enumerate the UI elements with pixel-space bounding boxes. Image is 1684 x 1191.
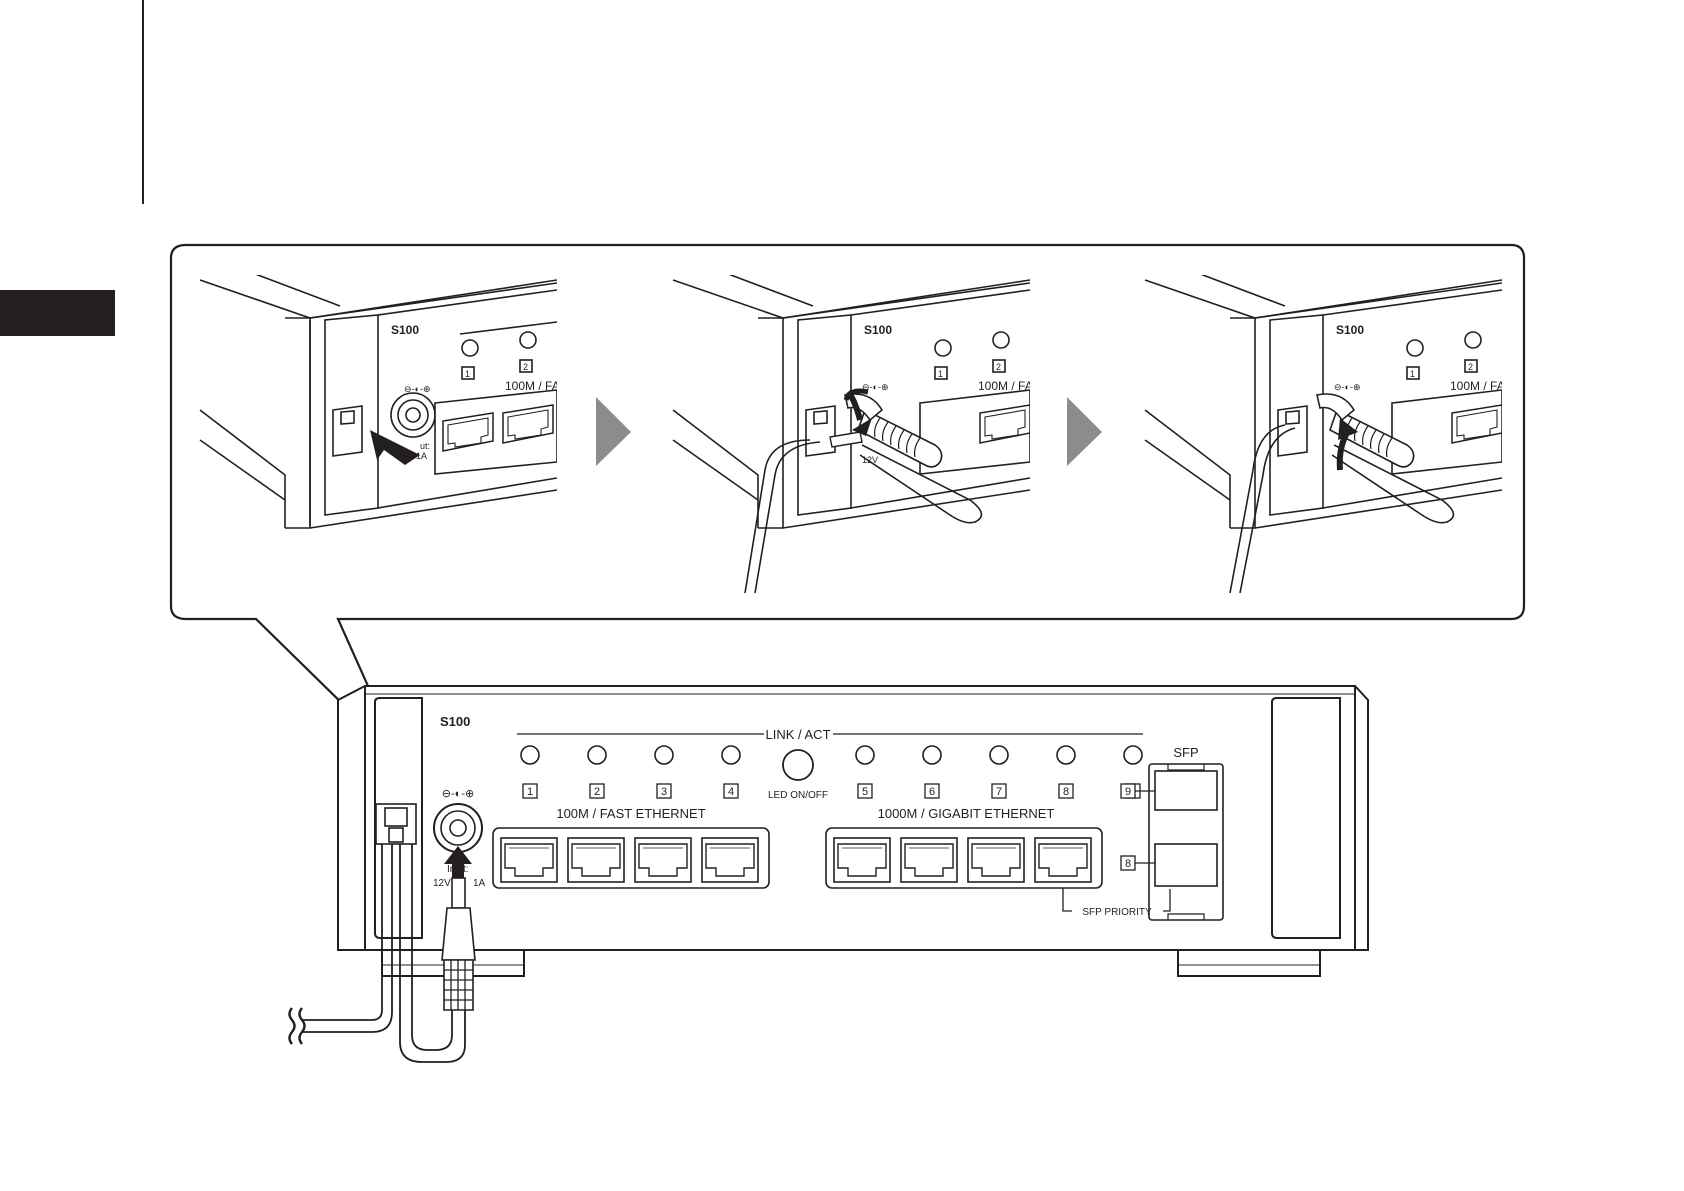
- power-polarity-label: ⊖-◐-⊕: [442, 788, 474, 800]
- step1-model-label: S100: [391, 323, 419, 337]
- rj45-port-8[interactable]: [1035, 838, 1091, 882]
- gigabit-ethernet-label: 1000M / GIGABIT ETHERNET: [878, 806, 1055, 821]
- led-port-7: [990, 746, 1008, 764]
- step2-port-2: 2: [996, 362, 1001, 372]
- step2-model-label: S100: [864, 323, 892, 337]
- led-port-8: [1057, 746, 1075, 764]
- rj45-port-6[interactable]: [901, 838, 957, 882]
- sfp-slot-8[interactable]: [1155, 844, 1217, 886]
- port-number-2: 2: [594, 786, 600, 798]
- sfp-label: SFP: [1173, 745, 1198, 760]
- cable-clamp: [376, 804, 416, 844]
- sfp-priority-label: SFP PRIORITY: [1082, 907, 1152, 918]
- led-port-6: [923, 746, 941, 764]
- link-act-label: LINK / ACT: [765, 727, 830, 742]
- step2-polarity: ⊖-◐-⊕: [862, 382, 889, 392]
- step1-port-1: 1: [465, 369, 470, 379]
- step3-polarity: ⊖-◐-⊕: [1334, 382, 1361, 392]
- rj45-port-1[interactable]: [501, 838, 557, 882]
- chapter-tab: [0, 290, 115, 336]
- callout-box: [171, 245, 1524, 762]
- step3-port-2: 2: [1468, 362, 1473, 372]
- rj45-port-4[interactable]: [702, 838, 758, 882]
- step1-input-frag: ut:: [420, 441, 430, 451]
- step1-polarity: ⊖-◐-⊕: [404, 384, 431, 394]
- led-port-9: [1124, 746, 1142, 764]
- rj45-port-7[interactable]: [968, 838, 1024, 882]
- rj45-port-2[interactable]: [568, 838, 624, 882]
- led-on-off-label: LED ON/OFF: [768, 790, 828, 801]
- step2-voltage: 12V: [862, 455, 878, 465]
- power-current-label: 1A: [473, 878, 486, 889]
- ac-outlet-icon: [290, 1008, 305, 1044]
- rj45-port-5[interactable]: [834, 838, 890, 882]
- step3-port-1: 1: [1410, 369, 1415, 379]
- port-number-1: 1: [527, 786, 533, 798]
- port-number-7: 7: [996, 786, 1002, 798]
- model-label: S100: [440, 714, 470, 729]
- led-port-1: [521, 746, 539, 764]
- step1-current: 1A: [416, 451, 427, 461]
- port-number-6: 6: [929, 786, 935, 798]
- led-port-5: [856, 746, 874, 764]
- sfp-port-number-9: 9: [1125, 786, 1131, 798]
- led-on-off-button[interactable]: [783, 750, 813, 780]
- step1-port-2: 2: [523, 362, 528, 372]
- port-number-4: 4: [728, 786, 734, 798]
- step2-port-1: 1: [938, 369, 943, 379]
- sfp-port-number-8: 8: [1125, 858, 1131, 870]
- sfp-slot-9[interactable]: [1155, 771, 1217, 810]
- port-number-8: 8: [1063, 786, 1069, 798]
- port-number-5: 5: [862, 786, 868, 798]
- fast-ethernet-label: 100M / FAST ETHERNET: [556, 806, 705, 821]
- led-port-3: [655, 746, 673, 764]
- led-port-2: [588, 746, 606, 764]
- led-port-4: [722, 746, 740, 764]
- step3-model-label: S100: [1336, 323, 1364, 337]
- rj45-port-3[interactable]: [635, 838, 691, 882]
- power-voltage-label: 12V: [433, 878, 451, 889]
- port-number-3: 3: [661, 786, 667, 798]
